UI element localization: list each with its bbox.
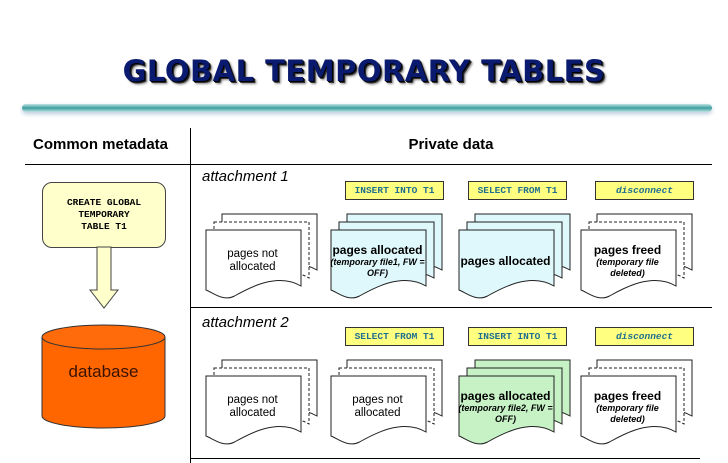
pages-icon <box>205 213 318 299</box>
page-stack-empty: pages not allocated <box>330 356 450 448</box>
page-stack-text: pages not allocated <box>330 378 425 436</box>
command-label: SELECT FROM T1 <box>468 181 567 200</box>
page-stack-text: pages allocated (temporary file1, FW = O… <box>330 232 425 290</box>
page-stack-freed: pages freed (temporary file deleted) <box>580 356 700 448</box>
command-label: INSERT INTO T1 <box>345 181 444 200</box>
row-divider <box>190 307 712 308</box>
page-title: GLOBAL TEMPORARY TABLES <box>122 54 606 88</box>
pages-icon <box>580 213 693 299</box>
pages-icon <box>330 359 443 445</box>
page-stack-note: (temporary file deleted) <box>596 402 659 424</box>
command-label: disconnect <box>595 181 694 200</box>
database-cylinder-icon <box>41 324 166 429</box>
down-arrow-icon <box>88 246 120 309</box>
page-stack-cyan: pages allocated <box>458 210 578 302</box>
pages-icon <box>205 359 318 445</box>
page-stack-title: pages allocated <box>332 242 423 257</box>
page-stack-text: pages not allocated <box>205 232 300 290</box>
page-stack-text: pages allocated (temporary file2, FW = O… <box>458 378 553 436</box>
header-common-metadata: Common metadata <box>33 136 169 153</box>
command-label: INSERT INTO T1 <box>468 327 567 346</box>
header-divider <box>25 164 712 165</box>
header-private-data: Private data <box>408 136 494 153</box>
page-stack-text: pages freed (temporary file deleted) <box>580 378 675 436</box>
attachment-label: attachment 1 <box>202 168 289 185</box>
command-label: disconnect <box>595 327 694 346</box>
page-stack-title: pages allocated <box>460 388 551 403</box>
page-stack-title: pages freed <box>593 242 662 257</box>
create-table-box: CREATE GLOBAL TEMPORARY TABLE T1 <box>42 182 166 248</box>
attachment-label: attachment 2 <box>202 314 289 331</box>
pages-icon <box>458 359 571 445</box>
page-stack-text: pages allocated <box>458 232 553 290</box>
page-stack-title: pages not allocated <box>227 248 278 273</box>
page-stack-empty: pages not allocated <box>205 210 325 302</box>
title-divider <box>22 104 712 112</box>
database-label: database <box>68 362 139 381</box>
page-stack-text: pages not allocated <box>205 378 300 436</box>
command-label: SELECT FROM T1 <box>345 327 444 346</box>
page-stack-cyan: pages allocated (temporary file1, FW = O… <box>330 210 450 302</box>
page-stack-title: pages allocated <box>460 253 551 268</box>
page-stack-note: (temporary file2, FW = OFF) <box>458 402 553 424</box>
bottom-divider <box>190 458 700 459</box>
page-stack-empty: pages not allocated <box>205 356 325 448</box>
page-stack-title: pages not allocated <box>227 394 278 419</box>
pages-icon <box>330 213 443 299</box>
pages-icon <box>580 359 693 445</box>
page-stack-green: pages allocated (temporary file2, FW = O… <box>458 356 578 448</box>
page-stack-note: (temporary file deleted) <box>596 256 659 278</box>
page-stack-title: pages not allocated <box>352 394 403 419</box>
pages-icon <box>458 213 571 299</box>
page-stack-freed: pages freed (temporary file deleted) <box>580 210 700 302</box>
page-stack-text: pages freed (temporary file deleted) <box>580 232 675 290</box>
column-divider <box>190 128 191 463</box>
page-stack-note: (temporary file1, FW = OFF) <box>330 256 425 278</box>
page-stack-title: pages freed <box>593 388 662 403</box>
